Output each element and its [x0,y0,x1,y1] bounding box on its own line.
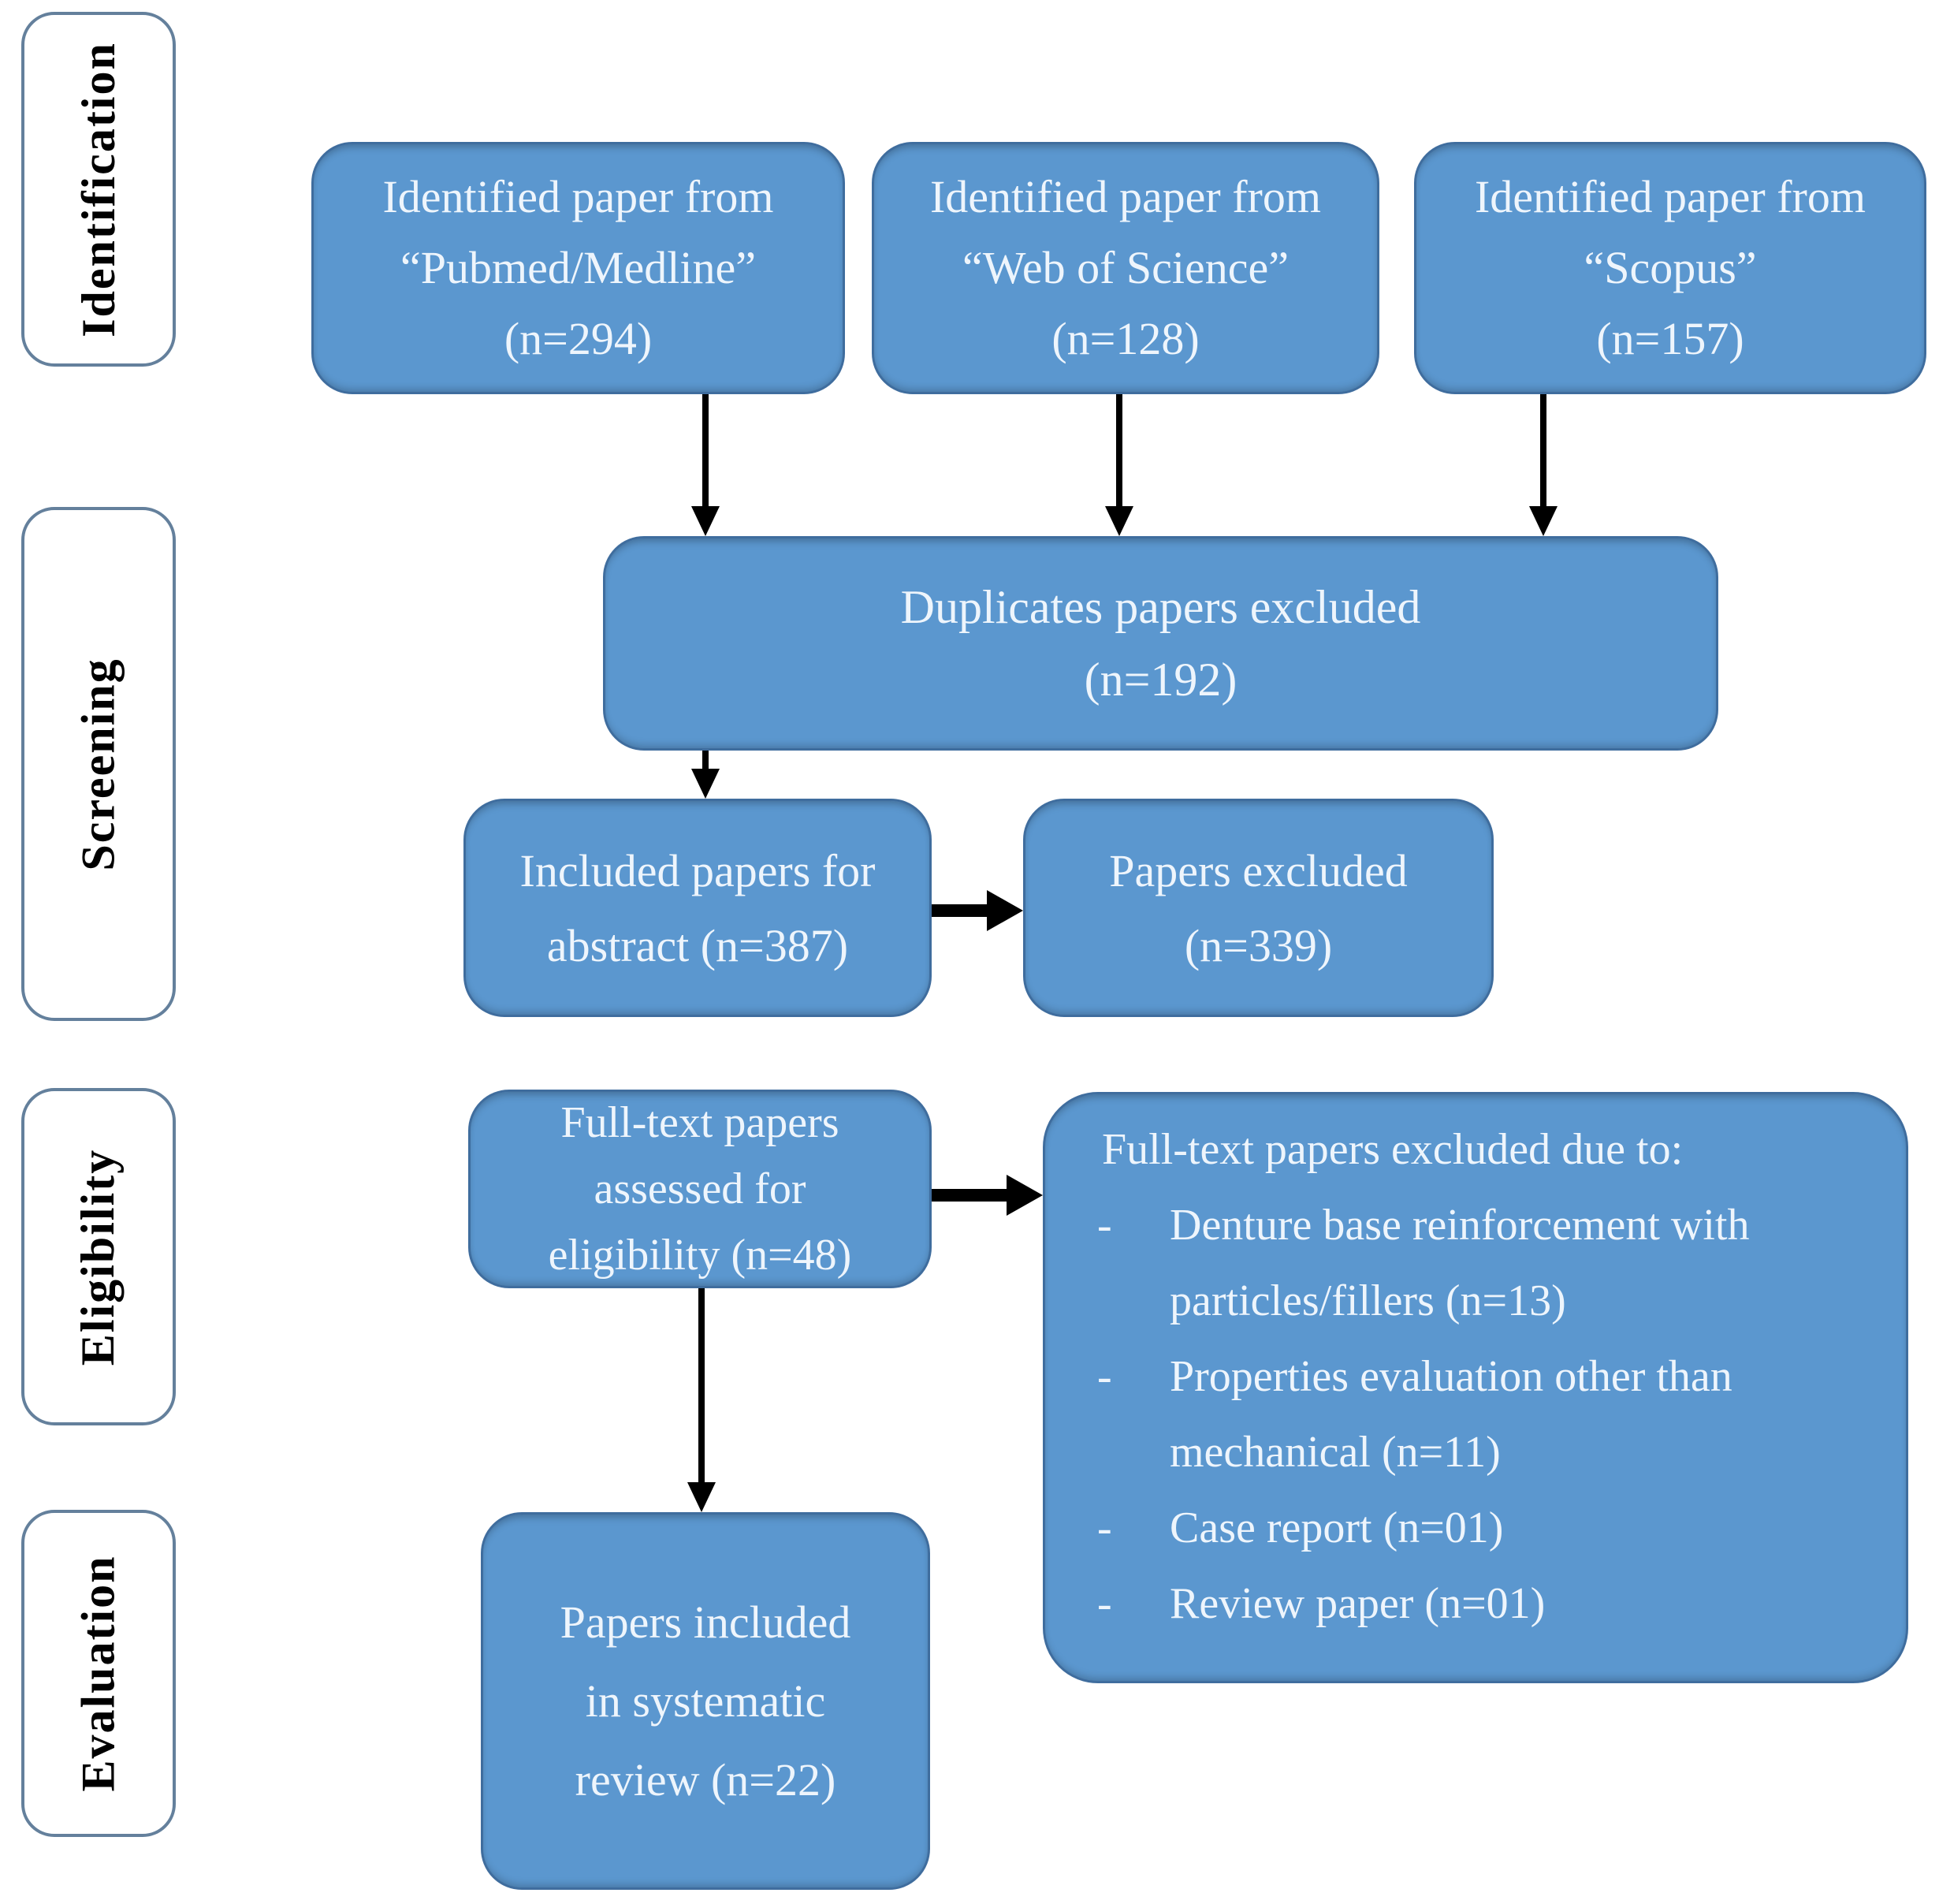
exclusion-reasons-title: Full-text papers excluded due to: [1102,1125,1684,1174]
stage-identification-label: Identification [72,41,125,337]
arrow-abstract-to-excluded [932,881,1023,941]
stage-eligibility-label: Eligibility [72,1148,125,1366]
arrow-shaft [1116,394,1122,509]
node-duplicates-excluded: Duplicates papers excluded (n=192) [603,536,1718,751]
arrow-duplicates-to-abstract [691,751,720,799]
arrow-shaft [932,904,990,917]
arrow-scopus-to-duplicates [1529,394,1558,536]
exclusion-reason: Review paper (n=01) [1085,1566,1874,1641]
exclusion-reason: Properties evaluation other than mechani… [1085,1339,1874,1490]
node-included-systematic-review: Papers included in systematic review (n=… [481,1512,930,1890]
arrow-pubmed-to-duplicates [691,394,720,536]
arrow-fulltext-to-reasons [932,1165,1043,1225]
arrow-head-down-icon [1529,506,1558,536]
exclusion-reasons-list: Denture base reinforcement with particle… [1085,1187,1874,1641]
exclusion-reason: Denture base reinforcement with particle… [1085,1187,1874,1339]
node-identified-web-of-science: Identified paper from “Web of Science” (… [872,142,1379,394]
stage-screening-label: Screening [72,657,125,871]
node-identified-pubmed: Identified paper from “Pubmed/Medline” (… [311,142,845,394]
arrow-head-right-icon [987,890,1023,931]
arrow-wos-to-duplicates [1105,394,1133,536]
stage-screening: Screening [21,507,176,1021]
arrow-head-down-icon [687,1482,716,1512]
stage-eligibility: Eligibility [21,1088,176,1425]
arrow-head-down-icon [1105,506,1133,536]
arrow-head-down-icon [691,506,720,536]
arrow-shaft [932,1189,1010,1202]
arrow-head-down-icon [691,769,720,799]
arrow-shaft [702,751,709,772]
arrow-head-right-icon [1007,1175,1043,1216]
node-identified-scopus: Identified paper from “Scopus” (n=157) [1414,142,1926,394]
arrow-shaft [702,394,709,509]
node-fulltext-exclusion-reasons: Full-text papers excluded due to: Dentur… [1043,1092,1908,1683]
node-papers-excluded: Papers excluded (n=339) [1023,799,1494,1017]
stage-evaluation: Evaluation [21,1510,176,1837]
arrow-fulltext-to-review [687,1288,716,1512]
stage-evaluation-label: Evaluation [72,1555,125,1792]
exclusion-reason: Case report (n=01) [1085,1490,1874,1566]
node-fulltext-assessed: Full-text papers assessed for eligibilit… [468,1090,932,1288]
arrow-shaft [698,1288,705,1485]
node-included-for-abstract: Included papers for abstract (n=387) [463,799,932,1017]
arrow-shaft [1540,394,1546,509]
stage-identification: Identification [21,12,176,367]
